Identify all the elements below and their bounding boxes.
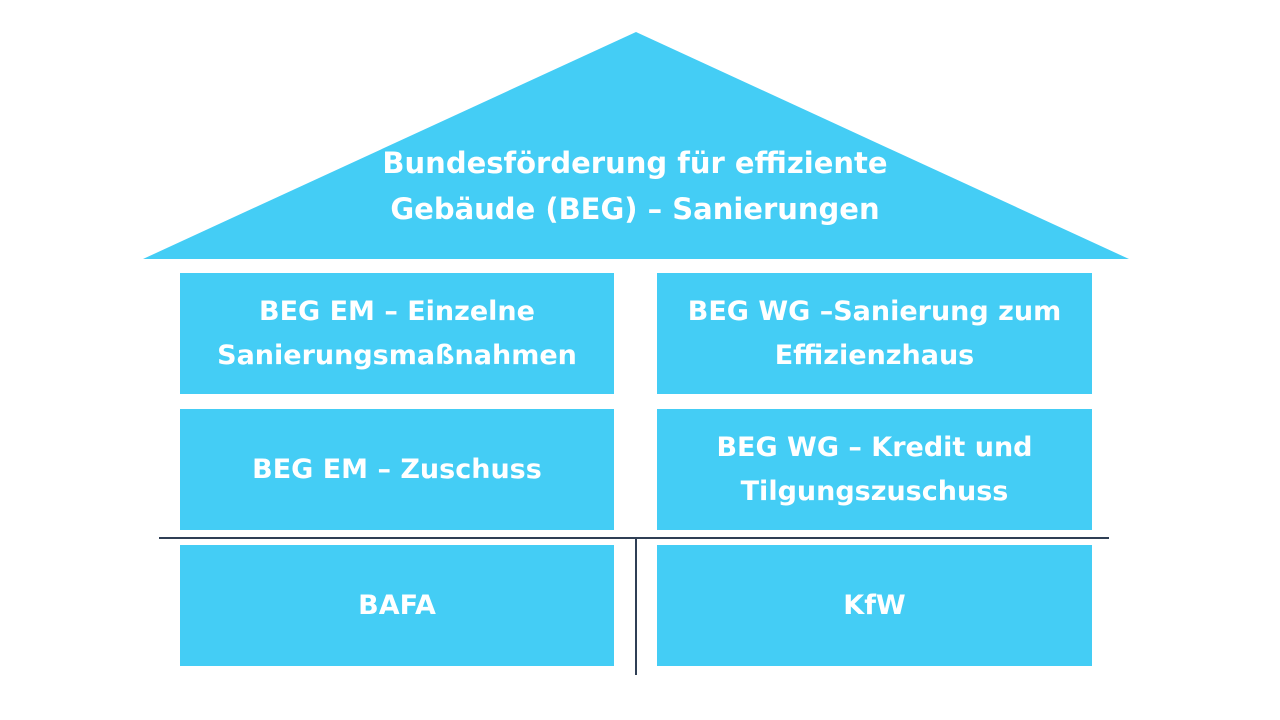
roof-title-line-2: Gebäude (BEG) – Sanierungen bbox=[390, 192, 880, 226]
box-label-line-1: BEG EM – Zuschuss bbox=[252, 453, 542, 485]
box-bafa: BAFA bbox=[180, 545, 614, 666]
box-beg-wg-sanierung: BEG WG –Sanierung zum Effizienzhaus bbox=[657, 273, 1092, 394]
box-label-line-2: Tilgungszuschuss bbox=[740, 475, 1009, 507]
box-beg-wg-kredit: BEG WG – Kredit und Tilgungszuschuss bbox=[657, 409, 1092, 530]
vertical-divider bbox=[635, 537, 637, 675]
box-beg-em-zuschuss: BEG EM – Zuschuss bbox=[180, 409, 614, 530]
horizontal-divider bbox=[159, 537, 1109, 539]
box-kfw: KfW bbox=[657, 545, 1092, 666]
box-label-line-2: Sanierungsmaßnahmen bbox=[217, 339, 577, 371]
box-beg-em-einzelne: BEG EM – Einzelne Sanierungsmaßnahmen bbox=[180, 273, 614, 394]
roof-title-line-1: Bundesförderung für effiziente bbox=[382, 146, 888, 180]
roof-title: Bundesförderung für effiziente Gebäude (… bbox=[330, 140, 940, 232]
box-label-line-1: BEG WG – Kredit und bbox=[716, 431, 1033, 463]
box-label-line-1: KfW bbox=[843, 589, 906, 621]
box-label-line-2: Effizienzhaus bbox=[774, 339, 975, 371]
box-label-line-1: BEG EM – Einzelne bbox=[259, 295, 535, 327]
roof-triangle bbox=[143, 32, 1129, 259]
box-label-line-1: BAFA bbox=[358, 589, 436, 621]
box-label-line-1: BEG WG –Sanierung zum bbox=[687, 295, 1062, 327]
